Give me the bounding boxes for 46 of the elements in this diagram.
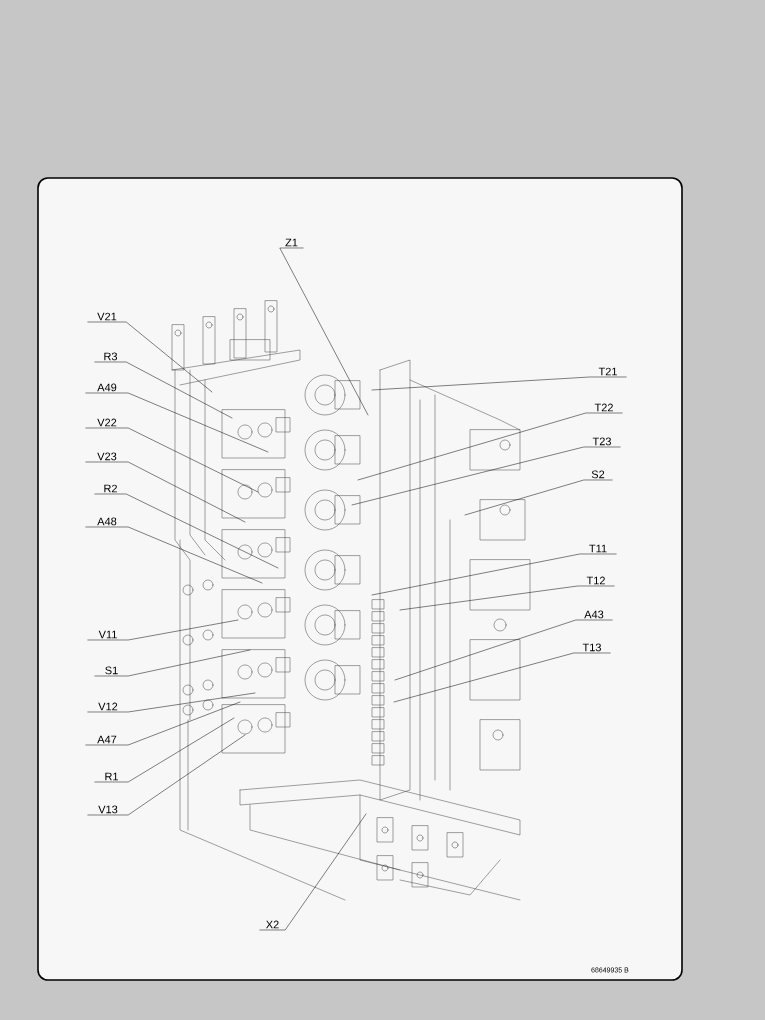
callout-label: R1 [105,772,118,781]
callout-label: T11 [589,544,607,553]
leader-line [399,585,615,611]
callout-label: T13 [582,643,601,652]
leader-line [87,692,256,713]
leader-line [94,649,251,677]
leader-line [85,461,246,523]
callout-label: T21 [598,367,617,376]
leader-line [394,619,613,681]
leader-line [85,392,269,453]
callout-label: S2 [591,470,605,479]
callout-label: R3 [104,352,118,361]
callout-label: A43 [584,610,604,619]
leader-line [371,553,617,596]
leader-line [464,479,613,516]
callout-label: Z1 [285,238,298,247]
leader-line [87,734,246,816]
callout-label: A48 [97,517,117,526]
callout-label: V11 [98,630,117,639]
leader-line [87,619,239,641]
callout-label: R2 [104,484,117,493]
leader-line [259,813,367,931]
callout-label: V12 [98,702,118,711]
leader-line [94,493,279,569]
leader-line [94,717,235,783]
callout-label: V22 [97,418,117,427]
callout-label: A47 [97,735,117,744]
leader-line [85,526,263,584]
callout-label: V13 [98,805,118,814]
leader-line [279,247,369,416]
callout-label: V21 [97,312,117,321]
callout-label: T22 [594,403,613,412]
leader-line [393,652,611,703]
leader-line [371,376,627,391]
leader-line [94,361,233,419]
callout-label: A49 [97,383,117,392]
leader-line [351,446,621,506]
leader-line [87,321,213,393]
callout-label: T23 [592,437,611,446]
callout-label: V23 [97,452,117,461]
leader-line [357,412,623,481]
leader-line [85,427,259,493]
callout-label: T12 [586,576,605,585]
callout-label: S1 [105,666,118,675]
callout-label: X2 [266,920,279,929]
leader-line [85,701,241,746]
